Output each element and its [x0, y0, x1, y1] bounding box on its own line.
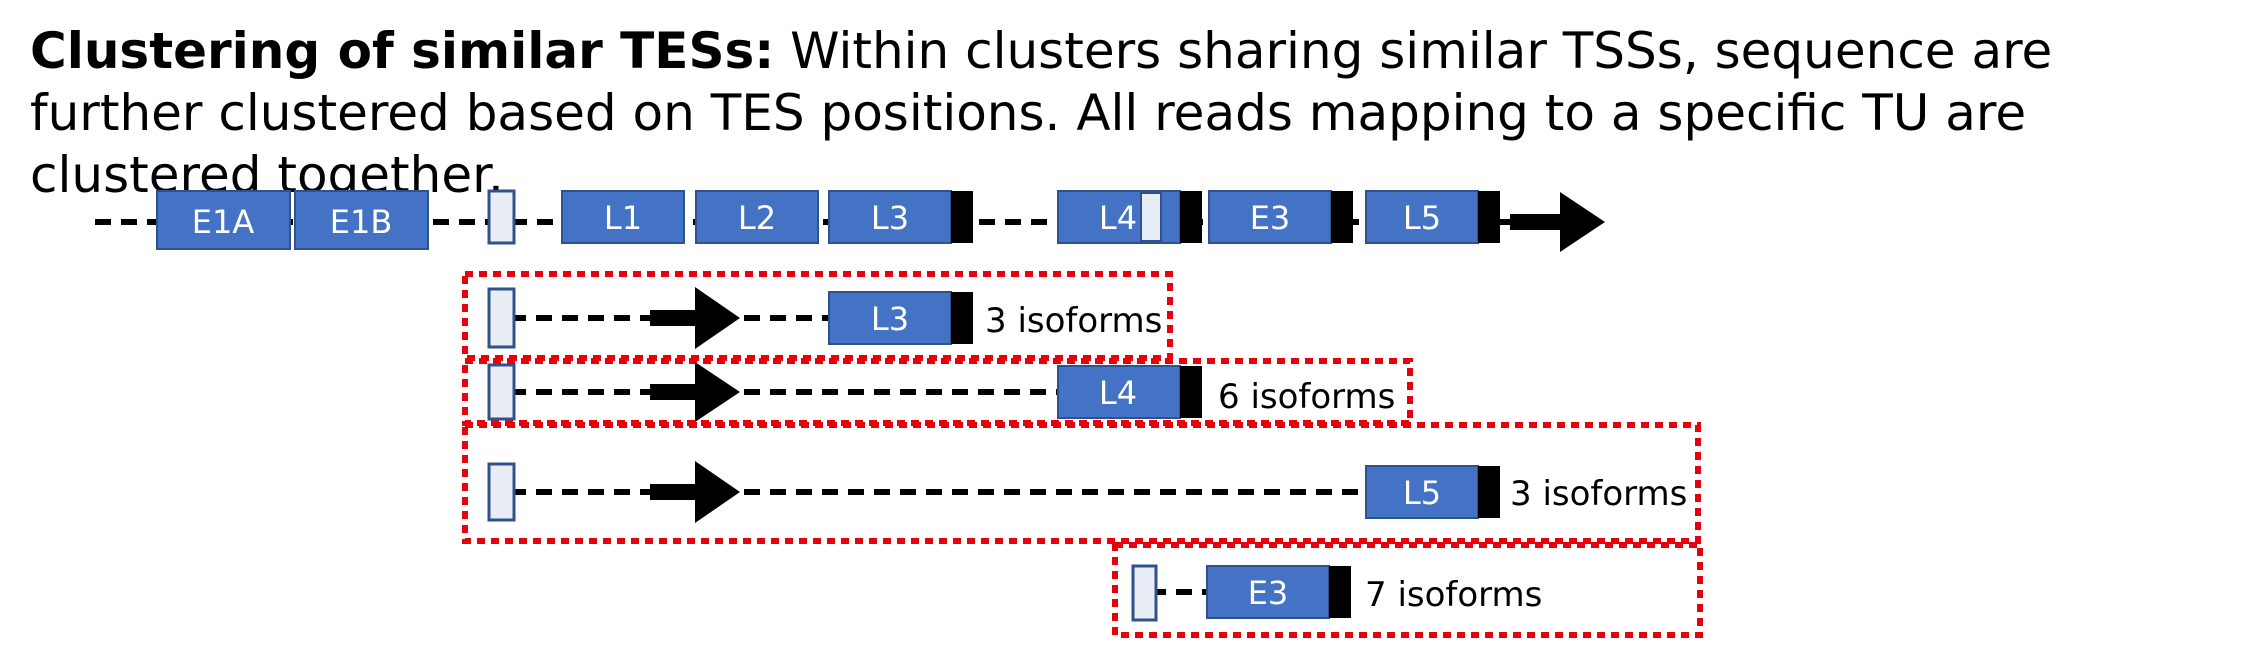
exon-l5 [1365, 190, 1479, 244]
terminator-l3 [951, 191, 973, 243]
terminator [1180, 366, 1202, 418]
l4-inner-box [1140, 192, 1162, 242]
exon-e1b [294, 190, 429, 250]
terminator-l5 [1478, 191, 1500, 243]
caption-bold: Clustering of similar TESs: [30, 22, 775, 80]
cluster-l3: L3 3 isoforms [487, 287, 1162, 349]
cluster-l5-border [462, 422, 1701, 544]
small-tss-box [1131, 564, 1158, 622]
exon-e1a [156, 190, 291, 250]
cluster-e3: E3 7 isoforms [1131, 564, 1542, 622]
exon-e1b-label: E1B [330, 203, 393, 241]
main-arrow-icon [1510, 192, 1605, 252]
exon-e1a-label: E1A [192, 203, 255, 241]
exon-l3 [828, 190, 952, 244]
cluster-l4-exon-label: L4 [1099, 374, 1137, 412]
cluster-l4-isoforms: 6 isoforms [1218, 377, 1395, 417]
exon-e3 [1208, 190, 1332, 244]
exon-l2 [695, 190, 819, 244]
terminator-l4 [1180, 191, 1202, 243]
small-tss-box [487, 287, 516, 349]
cluster-l5-exon-label: L5 [1403, 474, 1441, 512]
cluster-l5-isoforms: 3 isoforms [1510, 474, 1687, 514]
arrow-icon [650, 461, 740, 523]
exon-l1 [561, 190, 685, 244]
cluster-e3-isoforms: 7 isoforms [1365, 575, 1542, 615]
exon-l5 [1365, 465, 1479, 519]
cluster-e3-exon-label: E3 [1248, 574, 1289, 612]
caption: Clustering of similar TESs: Within clust… [30, 20, 2230, 206]
exon-l5-label: L5 [1403, 199, 1441, 237]
arrow-icon [650, 362, 740, 422]
caption-text: Within clusters sharing similar TSSs, se… [30, 22, 2053, 204]
terminator [1329, 566, 1351, 618]
exon-e3-label: E3 [1250, 199, 1291, 237]
gene-model: E1A E1B L1 L2 L3 L4 E3 L5 [156, 189, 1605, 252]
exon-l4 [1057, 365, 1181, 419]
exon-l3-label: L3 [871, 199, 909, 237]
terminator [951, 292, 973, 344]
cluster-l5: L5 3 isoforms [487, 461, 1687, 523]
exon-l2-label: L2 [738, 199, 776, 237]
cluster-l3-isoforms: 3 isoforms [985, 301, 1162, 341]
cluster-e3-border [1112, 542, 1703, 638]
small-tss-box [487, 363, 516, 421]
exon-l1-label: L1 [604, 199, 642, 237]
exon-l3 [828, 291, 952, 345]
cluster-l4: L4 6 isoforms [487, 362, 1395, 422]
terminator [1478, 466, 1500, 518]
small-tss-box [487, 189, 516, 245]
cluster-l3-exon-label: L3 [871, 300, 909, 338]
small-tss-box [487, 462, 516, 522]
exon-l4-label: L4 [1099, 199, 1137, 237]
terminator-e3 [1331, 191, 1353, 243]
arrow-icon [650, 287, 740, 349]
